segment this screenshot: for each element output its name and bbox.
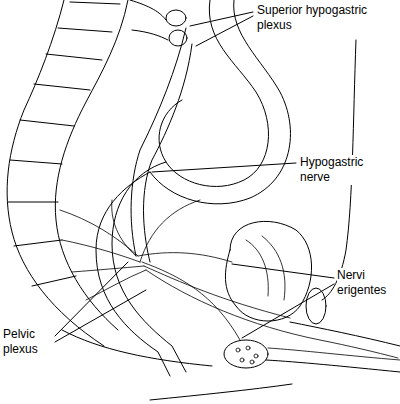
nerve (144, 44, 193, 262)
vertebral-disc (169, 30, 187, 46)
nerve (62, 240, 140, 262)
nerve (138, 253, 232, 262)
nerve (140, 200, 200, 262)
perineum (150, 384, 292, 400)
colon-wall (159, 0, 268, 186)
nerve (72, 266, 144, 272)
bladder-detail (246, 236, 285, 300)
part-label: Nervi erigentes (337, 268, 397, 298)
leader-line (190, 12, 253, 26)
penis (266, 360, 400, 372)
leader-line (55, 290, 146, 342)
prostate-texture (250, 360, 254, 364)
nerve (131, 28, 186, 256)
prostate-texture (236, 348, 240, 352)
bladder (225, 221, 311, 321)
leader-line (55, 262, 128, 336)
sacral-segment (14, 240, 62, 246)
pubic-symphysis (306, 288, 326, 324)
prostate-texture (240, 358, 244, 362)
vertebra (46, 54, 102, 60)
vertebra (58, 28, 112, 32)
part-label: Pelvic plexus (3, 327, 53, 357)
leader-line (196, 16, 253, 46)
prostate-texture (246, 346, 250, 350)
sacral-segment (20, 120, 74, 126)
urethra (268, 348, 400, 360)
vertebra (34, 84, 90, 90)
sacral-segment (32, 276, 76, 286)
part-label: Superior hypogastric plexus (257, 3, 379, 33)
rectum-wall (96, 172, 170, 376)
leader-line (242, 284, 334, 338)
part-label: Hypogastric nerve (300, 155, 380, 185)
pelvic-floor (62, 330, 212, 366)
prostate (224, 340, 268, 368)
leader-line (232, 264, 334, 278)
sacral-segment (8, 202, 58, 203)
nerve (142, 262, 240, 340)
penis (290, 322, 400, 346)
vertebral-disc (166, 10, 186, 26)
sacral-segment (10, 160, 62, 164)
nerve (144, 266, 290, 318)
nerve (112, 200, 136, 256)
spine-front (55, 0, 128, 330)
spine-back (7, 0, 104, 346)
vertebra (70, 2, 120, 4)
vertebral-body (130, 0, 168, 40)
leader-line (152, 163, 296, 172)
prostate-texture (254, 354, 258, 358)
